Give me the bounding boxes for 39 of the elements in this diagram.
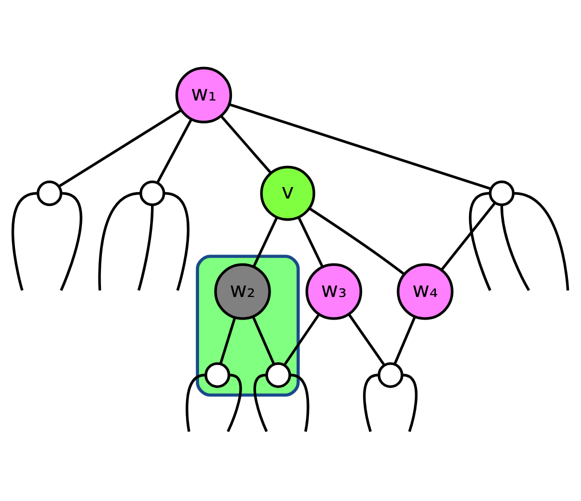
connector bbox=[514, 192, 570, 291]
node-circle bbox=[378, 362, 404, 388]
connector bbox=[252, 217, 278, 268]
node-circle: w₃ bbox=[306, 263, 362, 320]
cluster bbox=[196, 254, 300, 397]
node-circle: w₁ bbox=[175, 66, 232, 124]
connector bbox=[348, 313, 386, 366]
connector bbox=[363, 374, 378, 432]
node-circle: w₂ bbox=[214, 263, 271, 320]
connector bbox=[220, 115, 272, 174]
connector bbox=[298, 217, 324, 268]
connector bbox=[60, 192, 82, 291]
node-circle: v bbox=[260, 166, 316, 221]
connector bbox=[58, 109, 182, 188]
connector bbox=[290, 374, 310, 432]
node-circle bbox=[204, 362, 230, 388]
connector bbox=[253, 374, 268, 432]
connector bbox=[228, 103, 492, 190]
connector bbox=[500, 206, 530, 292]
node-circle bbox=[265, 362, 292, 388]
node-circle bbox=[139, 180, 166, 206]
connector bbox=[402, 374, 418, 432]
node-circle: w₄ bbox=[396, 263, 454, 320]
connector bbox=[219, 317, 236, 364]
connector bbox=[440, 202, 496, 271]
connector bbox=[308, 207, 405, 276]
connector bbox=[164, 192, 190, 291]
node-circle bbox=[36, 180, 62, 206]
connector bbox=[98, 192, 140, 290]
connector bbox=[226, 374, 242, 432]
connector bbox=[156, 118, 192, 184]
connector bbox=[468, 192, 492, 291]
node-circle bbox=[488, 180, 515, 206]
connector bbox=[12, 192, 38, 291]
connector bbox=[283, 314, 320, 366]
connector bbox=[252, 316, 276, 365]
connector bbox=[394, 316, 416, 364]
connector bbox=[137, 206, 154, 291]
connector bbox=[186, 374, 206, 432]
